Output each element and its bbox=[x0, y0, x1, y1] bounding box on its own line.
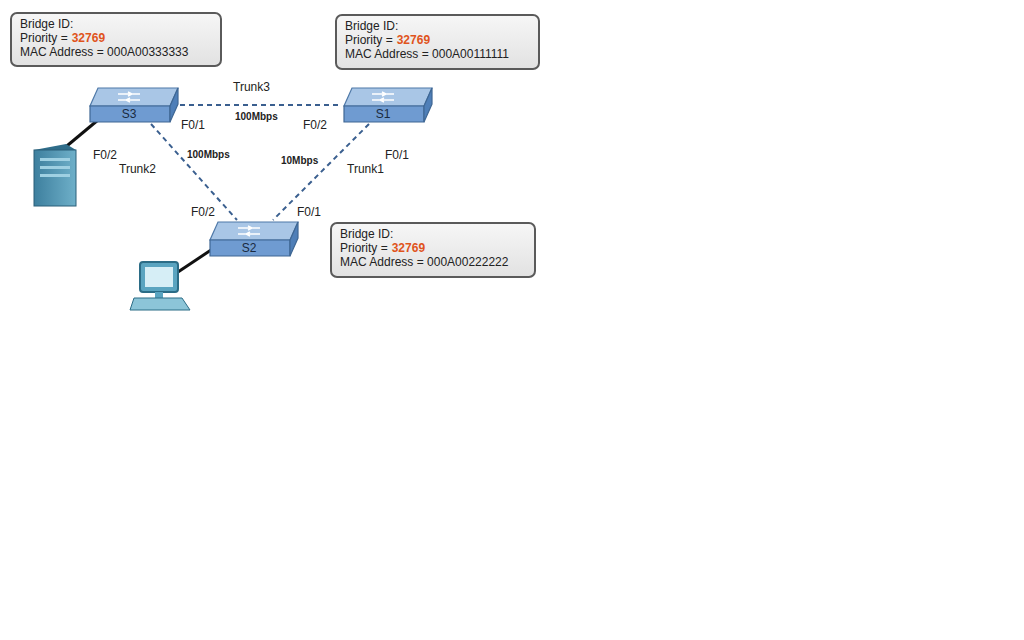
cable bbox=[178, 248, 214, 272]
text-line: Bridge ID: bbox=[340, 227, 526, 241]
bridge-text: Priority = bbox=[20, 31, 68, 45]
bridge-id-box: Bridge ID:Priority = 32769MAC Address = 0… bbox=[335, 14, 540, 70]
bridge-text: Bridge ID: bbox=[345, 19, 398, 33]
trunk-label: Trunk1 bbox=[346, 162, 385, 176]
priority-value: 32769 bbox=[392, 241, 425, 255]
pc-icon bbox=[130, 262, 190, 310]
port-label: F0/2 bbox=[190, 205, 216, 219]
bridge-text: MAC Address = 000A00111111 bbox=[345, 47, 509, 61]
text-line: Priority = 32769 bbox=[340, 241, 526, 255]
text-line: MAC Address = 000A00111111 bbox=[345, 47, 530, 61]
network-switch: S2 bbox=[208, 220, 300, 258]
bridge-text: MAC Address = 000A00333333 bbox=[20, 45, 188, 59]
text-line: Bridge ID: bbox=[345, 19, 530, 33]
text-line: Priority = 32769 bbox=[345, 33, 530, 47]
bridge-text: Bridge ID: bbox=[20, 17, 73, 31]
port-label: F0/1 bbox=[180, 118, 206, 132]
trunk-link bbox=[151, 124, 237, 220]
trunk-label: Trunk3 bbox=[232, 80, 271, 94]
server-icon bbox=[34, 144, 76, 206]
bridge-id-box: Bridge ID:Priority = 32769MAC Address = 0… bbox=[330, 222, 536, 278]
trunk-label: Trunk2 bbox=[118, 162, 157, 176]
priority-value: 32769 bbox=[72, 31, 105, 45]
text-line: MAC Address = 000A00333333 bbox=[20, 45, 212, 59]
port-label: F0/1 bbox=[384, 148, 410, 162]
network-switch: S3 bbox=[88, 86, 180, 124]
speed-label: 10Mbps bbox=[280, 154, 319, 168]
network-switch: S1 bbox=[342, 86, 434, 124]
speed-label: 100Mbps bbox=[234, 110, 279, 124]
switch-name: S3 bbox=[88, 107, 170, 121]
switch-name: S1 bbox=[342, 107, 424, 121]
bridge-id-box: Bridge ID:Priority = 32769MAC Address = 0… bbox=[10, 12, 222, 67]
bridge-text: Bridge ID: bbox=[340, 227, 393, 241]
text-line: Priority = 32769 bbox=[20, 31, 212, 45]
text-line: MAC Address = 000A00222222 bbox=[340, 255, 526, 269]
port-label: F0/2 bbox=[92, 148, 118, 162]
switch-name: S2 bbox=[208, 241, 290, 255]
trunk-link bbox=[180, 104, 342, 106]
priority-value: 32769 bbox=[397, 33, 430, 47]
port-label: F0/1 bbox=[296, 205, 322, 219]
bridge-text: Priority = bbox=[340, 241, 388, 255]
speed-label: 100Mbps bbox=[186, 148, 231, 162]
bridge-text: MAC Address = 000A00222222 bbox=[340, 255, 508, 269]
text-line: Bridge ID: bbox=[20, 17, 212, 31]
port-label: F0/2 bbox=[302, 118, 328, 132]
bridge-text: Priority = bbox=[345, 33, 393, 47]
